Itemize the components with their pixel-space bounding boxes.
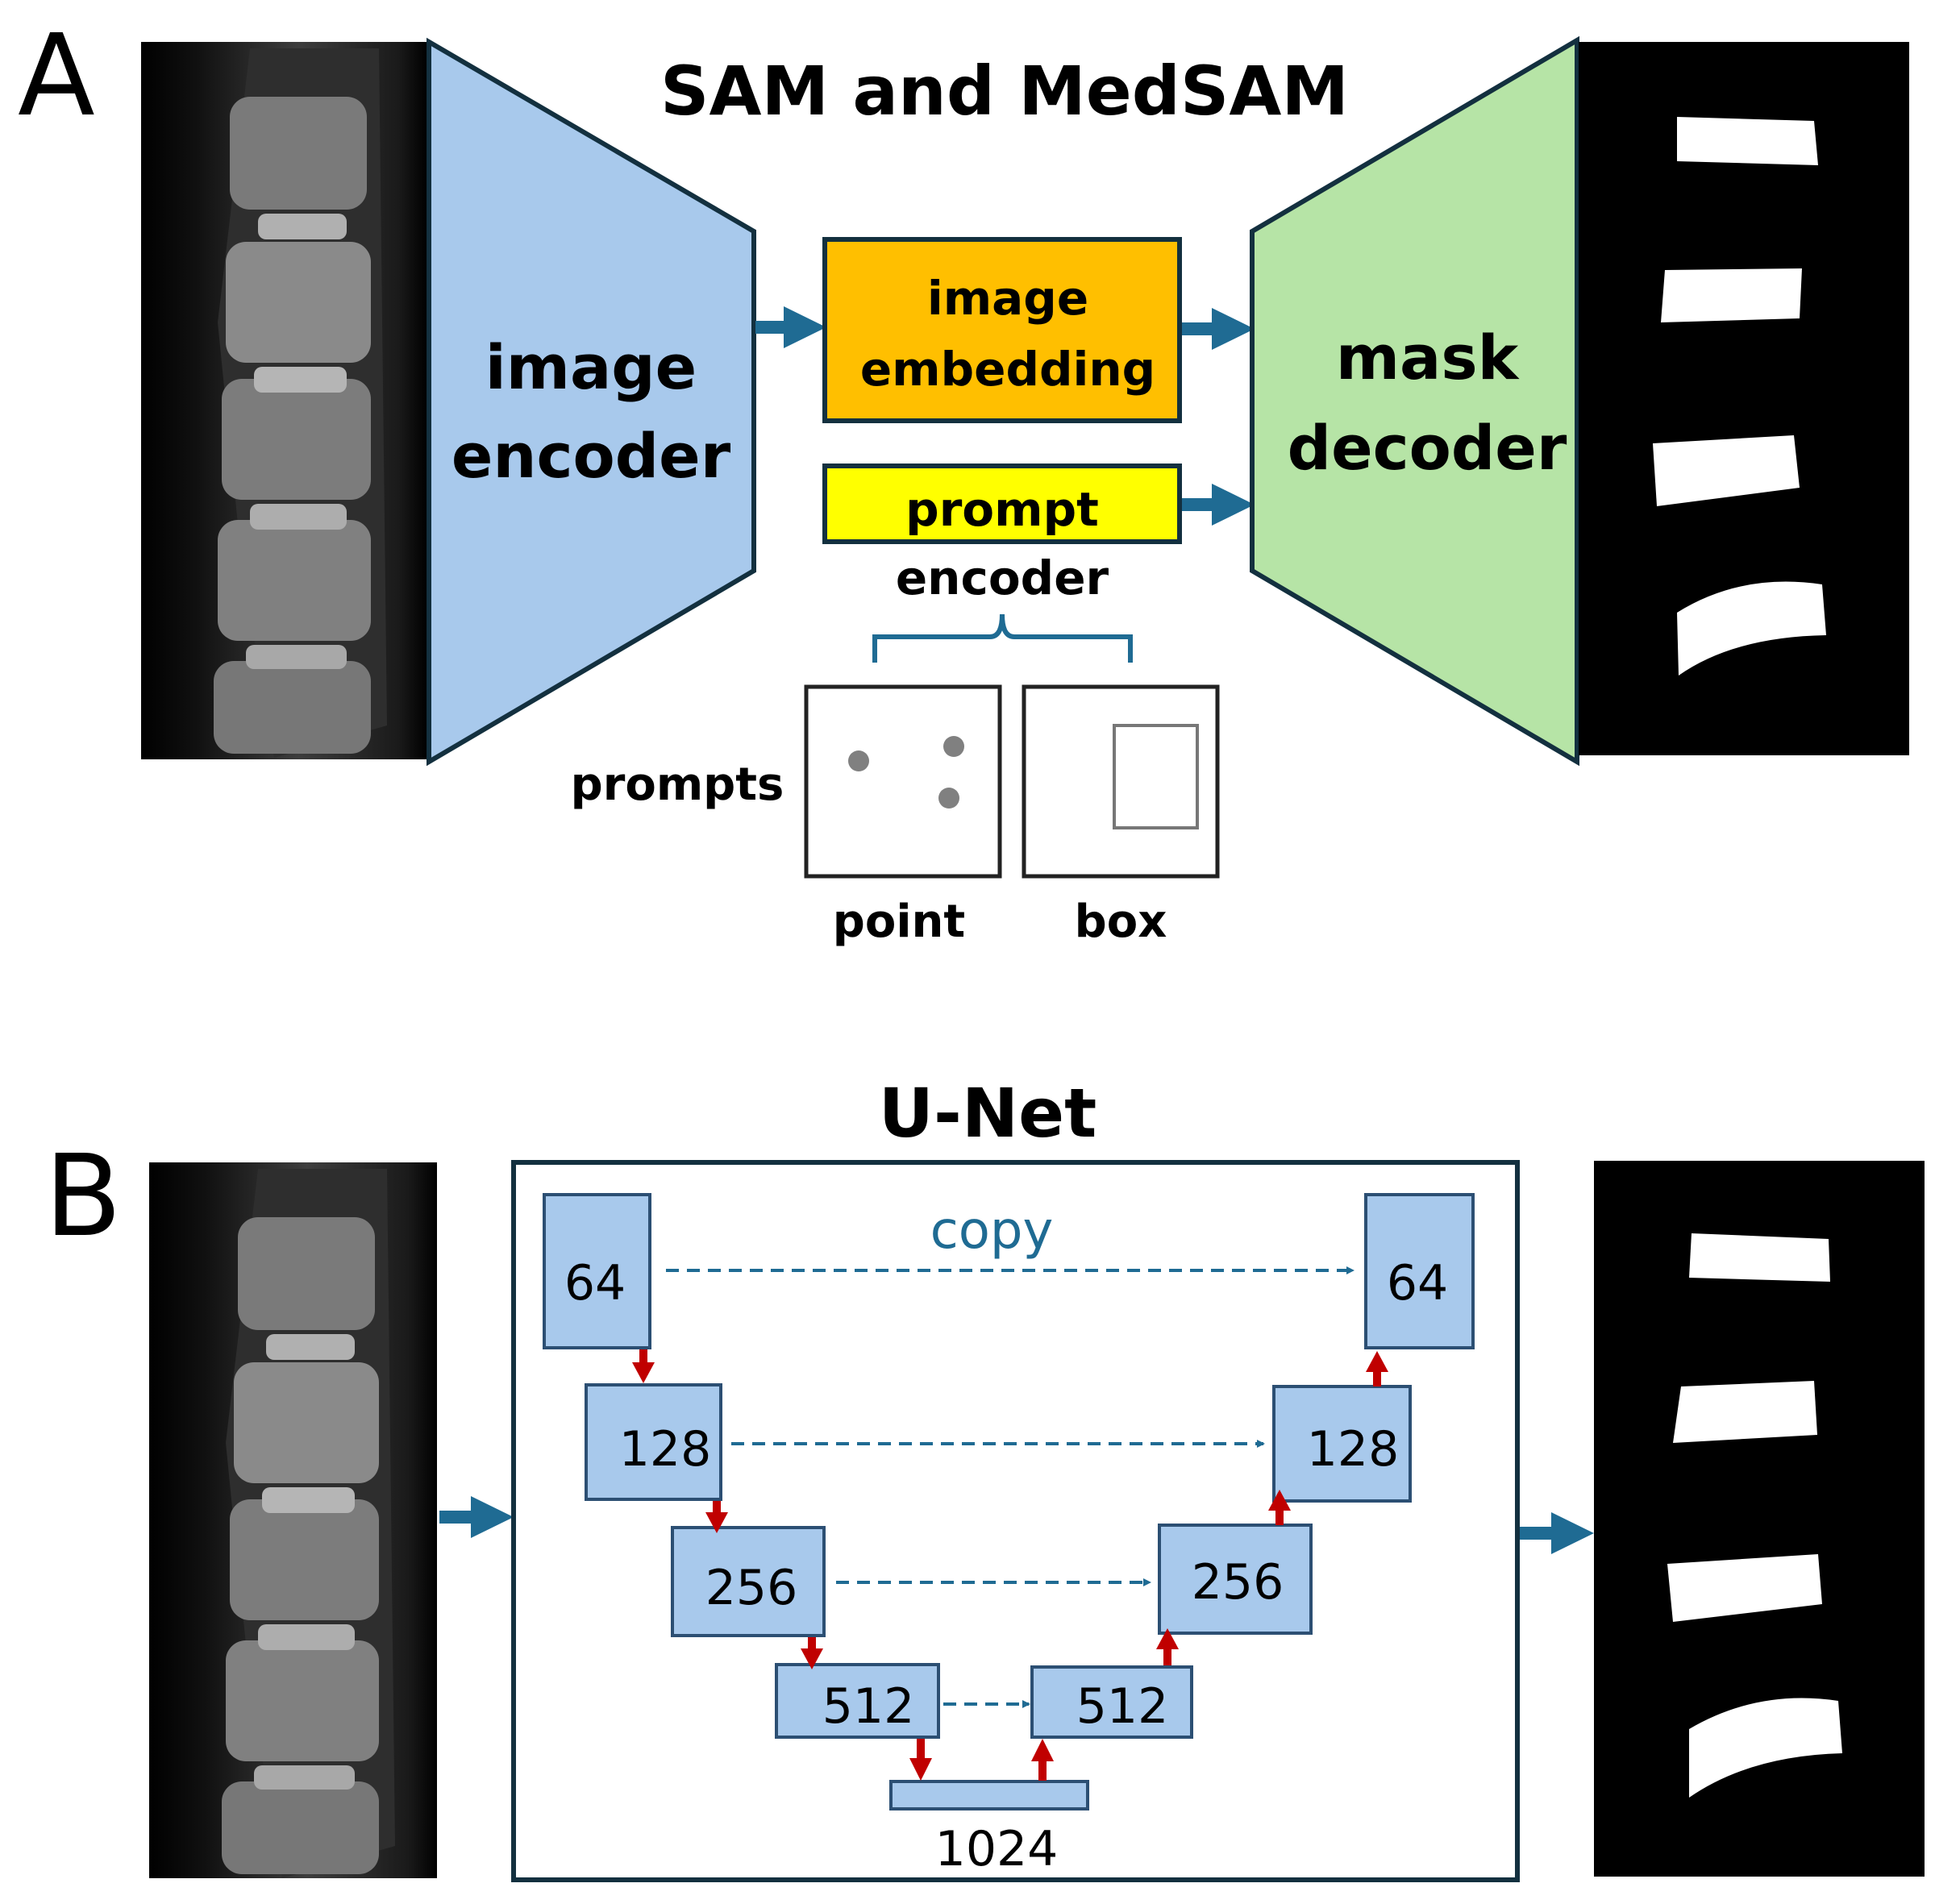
panel-b-title: U-Net [879, 1074, 1097, 1153]
output-mask-image-a [1579, 42, 1909, 755]
upsample-arrow [1156, 1628, 1179, 1665]
unet-bottleneck-block [889, 1780, 1089, 1810]
arrow-embedding-to-decoder [1182, 308, 1255, 350]
mask-decoder-block [1250, 35, 1579, 767]
input-mri-image-b [149, 1162, 437, 1878]
panel-a-label: A [18, 10, 95, 142]
downsample-arrow [632, 1349, 655, 1383]
bottleneck-label: 1024 [935, 1821, 1059, 1877]
upsample-arrow [1366, 1351, 1388, 1386]
unet-encoder-block-512: 512 [775, 1663, 940, 1739]
block-label: 64 [564, 1255, 626, 1312]
prompt-encoder-label: encoder [896, 551, 1109, 605]
image-encoder-line2: encoder [452, 420, 731, 492]
upsample-arrow [1268, 1490, 1291, 1525]
unet-encoder-block-128: 128 [585, 1383, 722, 1501]
block-label: 512 [1076, 1678, 1169, 1735]
prompt-encoder-box [822, 464, 1182, 544]
panel-a-title: SAM and MedSAM [660, 52, 1349, 131]
prompt-box-text: prompt [905, 482, 1099, 537]
point-dot [943, 736, 964, 757]
unet-decoder-block-128: 128 [1272, 1385, 1412, 1503]
unet-container [511, 1160, 1520, 1882]
block-label: 64 [1387, 1255, 1448, 1312]
point-dot [848, 750, 869, 771]
block-label: 512 [822, 1678, 915, 1735]
unet-decoder-block-64: 64 [1364, 1193, 1475, 1349]
image-encoder-block [427, 37, 756, 767]
point-label: point [833, 896, 965, 948]
unet-decoder-block-256: 256 [1158, 1524, 1313, 1635]
image-encoder-line1: image [485, 331, 697, 403]
arrow-encoder-to-embedding [755, 306, 826, 348]
upsample-arrow [1031, 1739, 1054, 1781]
output-mask-image-b [1594, 1161, 1925, 1877]
block-label: 256 [1192, 1554, 1284, 1611]
panel-b-label: B [44, 1131, 122, 1262]
downsample-arrow [801, 1637, 823, 1669]
mask-decoder-line2: decoder [1288, 412, 1567, 484]
prompt-brace [872, 613, 1133, 663]
unet-encoder-block-256: 256 [671, 1526, 826, 1637]
downsample-arrow [705, 1501, 728, 1533]
prompts-label: prompts [571, 759, 784, 811]
copy-label: copy [930, 1201, 1054, 1261]
box-prompt-panel [1022, 684, 1220, 879]
mask-decoder-line1: mask [1336, 322, 1520, 393]
unet-encoder-block-64: 64 [543, 1193, 651, 1349]
arrow-input-to-unet [439, 1496, 514, 1538]
block-label: 128 [619, 1421, 712, 1478]
arrow-unet-to-output [1520, 1512, 1594, 1554]
arrow-prompt-to-decoder [1182, 484, 1255, 526]
input-mri-image-a [141, 42, 427, 759]
image-embedding-line1: image [927, 271, 1088, 326]
unet-decoder-block-512: 512 [1030, 1665, 1193, 1739]
downsample-arrow [909, 1739, 932, 1781]
point-prompt-panel [804, 684, 1002, 879]
box-label: box [1075, 896, 1167, 948]
image-embedding-box [822, 237, 1182, 423]
point-dot [938, 788, 959, 809]
block-label: 256 [705, 1560, 798, 1616]
image-embedding-line2: embedding [860, 342, 1155, 397]
block-label: 128 [1307, 1421, 1400, 1478]
